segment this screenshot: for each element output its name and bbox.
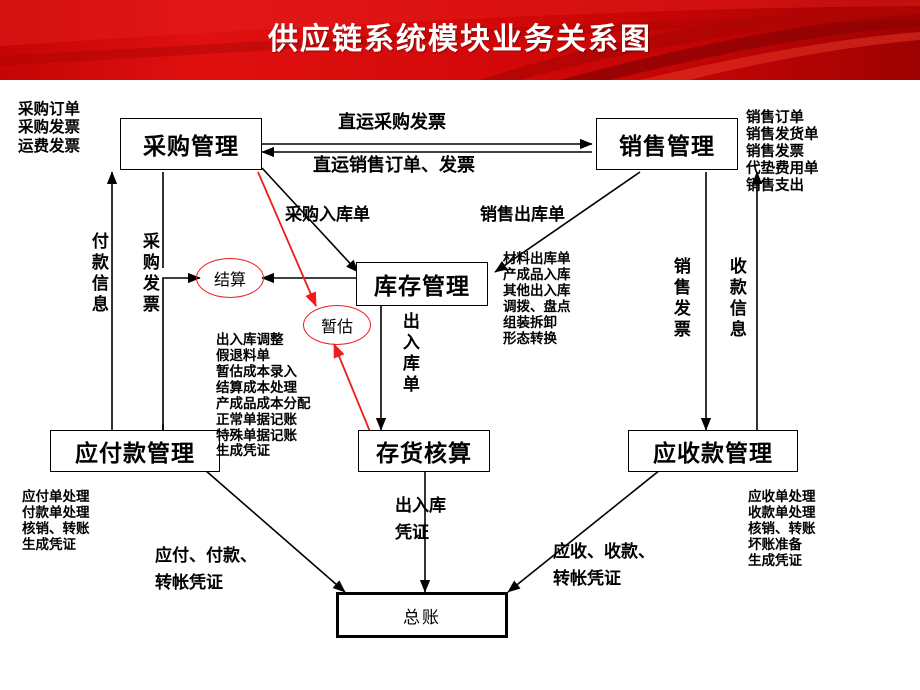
list-stock-accounting-documents: 出入库调整 假退料单 暂估成本录入 结算成本处理 产成品成本分配 正常单据记账 … (216, 332, 311, 460)
label-sales-issue: 销售出库单 (480, 205, 565, 225)
list-sales-documents: 销售订单 销售发货单 销售发票 代垫费用单 销售支出 (746, 110, 819, 195)
list-receivable-documents: 应收单处理 收款单处理 核销、转账 坏账准备 生成凭证 (748, 489, 816, 569)
box-purchase-management[interactable]: 采购管理 (120, 118, 262, 170)
label-inout-voucher-line2: 凭证 (395, 523, 429, 543)
page-title: 供应链系统模块业务关系图 (268, 22, 652, 57)
label-payment-info: 付款信息 (87, 232, 108, 316)
label-sales-invoice: 销售发票 (669, 257, 690, 341)
box-receivable-management[interactable]: 应收款管理 (628, 430, 798, 472)
label-purchase-receipt: 采购入库单 (285, 205, 370, 225)
box-general-ledger[interactable]: 总账 (336, 592, 508, 638)
node-settlement[interactable]: 结算 (196, 258, 264, 298)
label-receivable-voucher-line1: 应收、收款、 (553, 542, 655, 562)
label-purchase-invoice: 采购发票 (138, 232, 159, 316)
banner-swoosh-decoration (0, 0, 920, 80)
node-provisional-estimate[interactable]: 暂估 (303, 305, 371, 345)
box-stock-accounting[interactable]: 存货核算 (358, 430, 490, 472)
label-direct-purchase-invoice: 直运采购发票 (338, 112, 446, 133)
list-payable-documents: 应付单处理 付款单处理 核销、转账 生成凭证 (22, 489, 90, 553)
label-direct-sales-order-invoice: 直运销售订单、发票 (313, 155, 475, 176)
label-receivable-voucher-line2: 转帐凭证 (553, 569, 621, 589)
title-banner: 供应链系统模块业务关系图 (0, 0, 920, 80)
box-sales-management[interactable]: 销售管理 (596, 118, 738, 170)
list-purchase-documents: 采购订单 采购发票 运费发票 (18, 100, 81, 155)
label-inout-voucher-line1: 出入库 (395, 496, 446, 516)
box-inventory-management[interactable]: 库存管理 (356, 262, 488, 306)
list-inventory-documents: 材料出库单 产成品入库 其他出入库 调拨、盘点 组装拆卸 形态转换 (503, 251, 571, 347)
label-payable-voucher-line1: 应付、付款、 (155, 546, 257, 566)
label-inout-document: 出入库单 (398, 312, 419, 396)
label-payable-voucher-line2: 转帐凭证 (155, 573, 223, 593)
box-payable-management[interactable]: 应付款管理 (50, 430, 220, 472)
label-receipt-info: 收款信息 (725, 257, 746, 341)
